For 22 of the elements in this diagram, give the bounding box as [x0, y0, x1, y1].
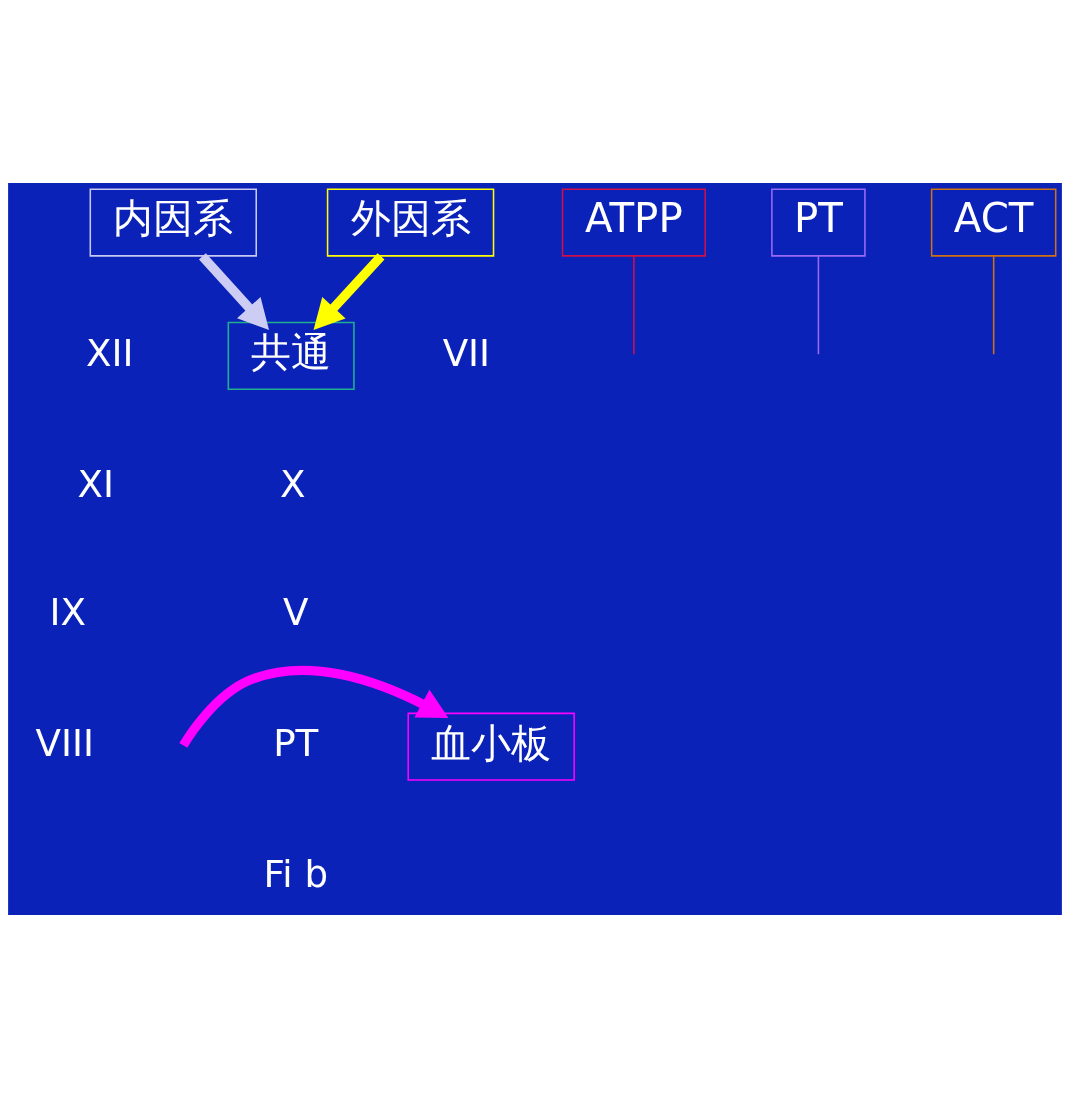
- label: XII: [85, 330, 134, 375]
- label: Fi b: [263, 852, 329, 897]
- connector: [633, 255, 635, 355]
- arrow: [313, 253, 385, 330]
- node-box: PT: [771, 188, 866, 257]
- label: VII: [442, 330, 491, 375]
- node-box: 血小板: [407, 712, 575, 781]
- connector: [817, 255, 820, 355]
- label: VIII: [35, 721, 94, 766]
- arrow: [179, 665, 449, 748]
- arrow: [198, 253, 270, 330]
- label: V: [283, 590, 309, 635]
- node-box: ACT: [930, 188, 1057, 257]
- label: X: [279, 461, 306, 506]
- node-box: 外因系: [326, 188, 495, 257]
- node-box: 内因系: [89, 188, 257, 257]
- label: PT: [273, 721, 319, 766]
- connector: [992, 255, 995, 355]
- node-box: 共通: [227, 321, 355, 391]
- label: IX: [49, 590, 87, 635]
- label: XI: [77, 461, 114, 506]
- node-box: ATPP: [561, 188, 706, 257]
